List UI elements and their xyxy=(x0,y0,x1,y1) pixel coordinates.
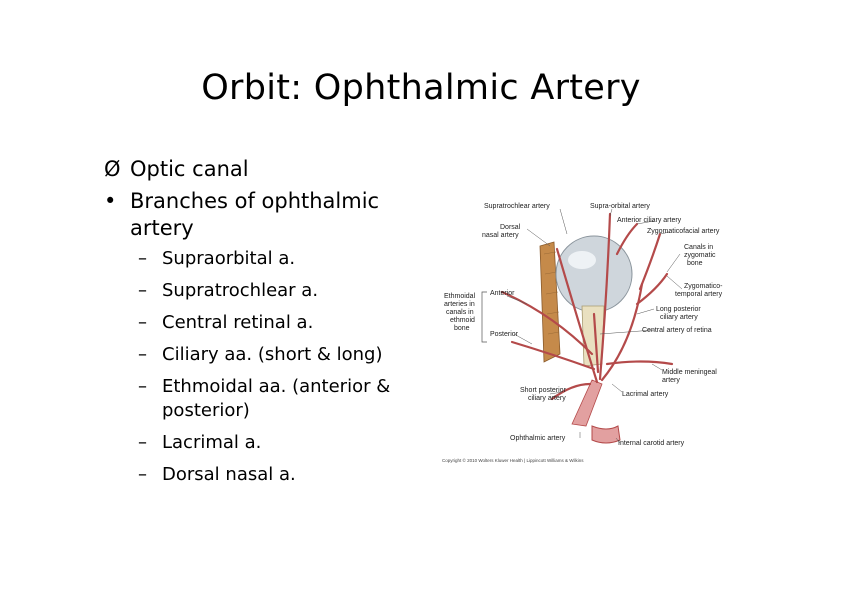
ethmoidal-anterior-branch-shape xyxy=(500,290,594,356)
sub-bullet-text: Ethmoidal aa. (anterior & posterior) xyxy=(162,376,391,421)
ophthalmic-artery-figure: Supratrochlear artery Supra-orbital arte… xyxy=(432,194,752,469)
bullet-item: Ø Optic canal xyxy=(104,156,414,183)
central-retina-branch-shape xyxy=(592,312,600,374)
label-canals-1: Canals in xyxy=(684,244,713,251)
dash-bullet-icon: – xyxy=(138,248,147,269)
sub-bullet-list: – Supraorbital a. – Supratrochlear a. – … xyxy=(138,247,414,487)
leader-lines-group xyxy=(506,208,683,444)
label-ethmoidal-2: arteries in xyxy=(444,301,475,308)
lacrimal-branch-shape xyxy=(600,282,644,382)
artery-branches-group xyxy=(500,212,674,401)
eyeball-highlight-shape xyxy=(568,251,596,269)
ethmoidal-posterior-branch-shape xyxy=(510,340,596,371)
label-long-posterior-1: Long posterior xyxy=(656,306,701,313)
zygomatic-branch-shape xyxy=(635,272,669,306)
label-dorsal-nasal-1: Dorsal xyxy=(500,224,521,231)
sub-bullet-item: – Lacrimal a. xyxy=(138,431,414,455)
label-internal-carotid: Internal carotid artery xyxy=(618,440,685,447)
levator-muscle-shape xyxy=(539,241,561,363)
label-zygomatico-temporal-2: temporal artery xyxy=(675,291,723,298)
sub-bullet-text: Central retinal a. xyxy=(162,312,314,333)
anterior-ciliary-branch-shape xyxy=(615,222,639,256)
bullet-list: Ø Optic canal • Branches of ophthalmic a… xyxy=(104,156,414,495)
label-ethmoidal-1: Ethmoidal xyxy=(444,293,476,300)
bullet-item: • Branches of ophthalmic artery xyxy=(104,188,414,242)
sub-bullet-text: Supraorbital a. xyxy=(162,248,296,269)
label-posterior: Posterior xyxy=(490,331,519,338)
short-ciliary-branch-shape xyxy=(550,382,592,401)
label-ethmoidal-4: ethmoid xyxy=(450,317,475,324)
artery-illustration: Supratrochlear artery Supra-orbital arte… xyxy=(442,203,723,463)
label-canals-3: bone xyxy=(687,260,703,267)
middle-meningeal-branch-shape xyxy=(605,360,674,366)
dash-bullet-icon: – xyxy=(138,312,147,333)
supra-orbital-branch-shape xyxy=(598,212,612,381)
copyright-text: Copyright © 2010 Wolters Kluwer Health |… xyxy=(442,457,584,463)
sub-bullet-text: Ciliary aa. (short & long) xyxy=(162,344,383,365)
label-supratrochlear: Supratrochlear artery xyxy=(484,203,550,210)
bullet-text: Optic canal xyxy=(130,157,249,181)
bullet-text: Branches of ophthalmic artery xyxy=(130,189,380,240)
label-ethmoidal-5: bone xyxy=(454,325,470,332)
internal-carotid-shape xyxy=(591,425,621,444)
label-anterior: Anterior xyxy=(490,290,515,297)
sub-bullet-item: – Dorsal nasal a. xyxy=(138,463,414,487)
label-central-retina: Central artery of retina xyxy=(642,327,712,334)
sub-bullet-text: Supratrochlear a. xyxy=(162,280,319,301)
slide-title: Orbit: Ophthalmic Artery xyxy=(201,68,641,108)
label-short-posterior-1: Short posterior xyxy=(520,387,567,394)
label-supra-orbital: Supra-orbital artery xyxy=(590,203,650,210)
dash-bullet-icon: – xyxy=(138,280,147,301)
dash-bullet-icon: – xyxy=(138,464,147,485)
ethmoidal-bracket-shape xyxy=(481,291,487,343)
ophthalmic-trunk-shape xyxy=(571,379,603,427)
dash-bullet-icon: – xyxy=(138,376,147,397)
label-ophthalmic: Ophthalmic artery xyxy=(510,435,566,442)
sub-bullet-item: – Ethmoidal aa. (anterior & posterior) xyxy=(138,375,414,423)
sub-bullet-item: – Central retinal a. xyxy=(138,311,414,335)
dash-bullet-icon: – xyxy=(138,344,147,365)
sub-bullet-text: Dorsal nasal a. xyxy=(162,464,296,485)
label-zygomatico-temporal-1: Zygomatico- xyxy=(684,283,723,290)
label-ethmoidal-3: canals in xyxy=(446,309,474,316)
dot-bullet-icon: • xyxy=(104,189,117,213)
label-dorsal-nasal-2: nasal artery xyxy=(482,232,519,239)
sub-bullet-text: Lacrimal a. xyxy=(162,432,262,453)
label-middle-meningeal-2: artery xyxy=(662,377,680,384)
zygomaticofacial-branch-shape xyxy=(638,232,662,291)
label-short-posterior-2: ciliary artery xyxy=(528,395,566,402)
sub-bullet-item: – Ciliary aa. (short & long) xyxy=(138,343,414,367)
sub-bullet-item: – Supraorbital a. xyxy=(138,247,414,271)
label-long-posterior-2: ciliary artery xyxy=(660,314,698,321)
label-zygomaticofacial: Zygomaticofacial artery xyxy=(647,228,720,235)
muscle-striation-shape xyxy=(543,251,560,335)
supratrochlear-branch-shape xyxy=(555,247,599,384)
label-lacrimal: Lacrimal artery xyxy=(622,391,669,398)
sub-bullet-item: – Supratrochlear a. xyxy=(138,279,414,303)
label-canals-2: zygomatic xyxy=(684,252,716,259)
arrow-bullet-icon: Ø xyxy=(104,157,121,181)
label-anterior-ciliary: Anterior ciliary artery xyxy=(617,217,682,224)
label-middle-meningeal-1: Middle meningeal xyxy=(662,369,717,376)
dash-bullet-icon: – xyxy=(138,432,147,453)
